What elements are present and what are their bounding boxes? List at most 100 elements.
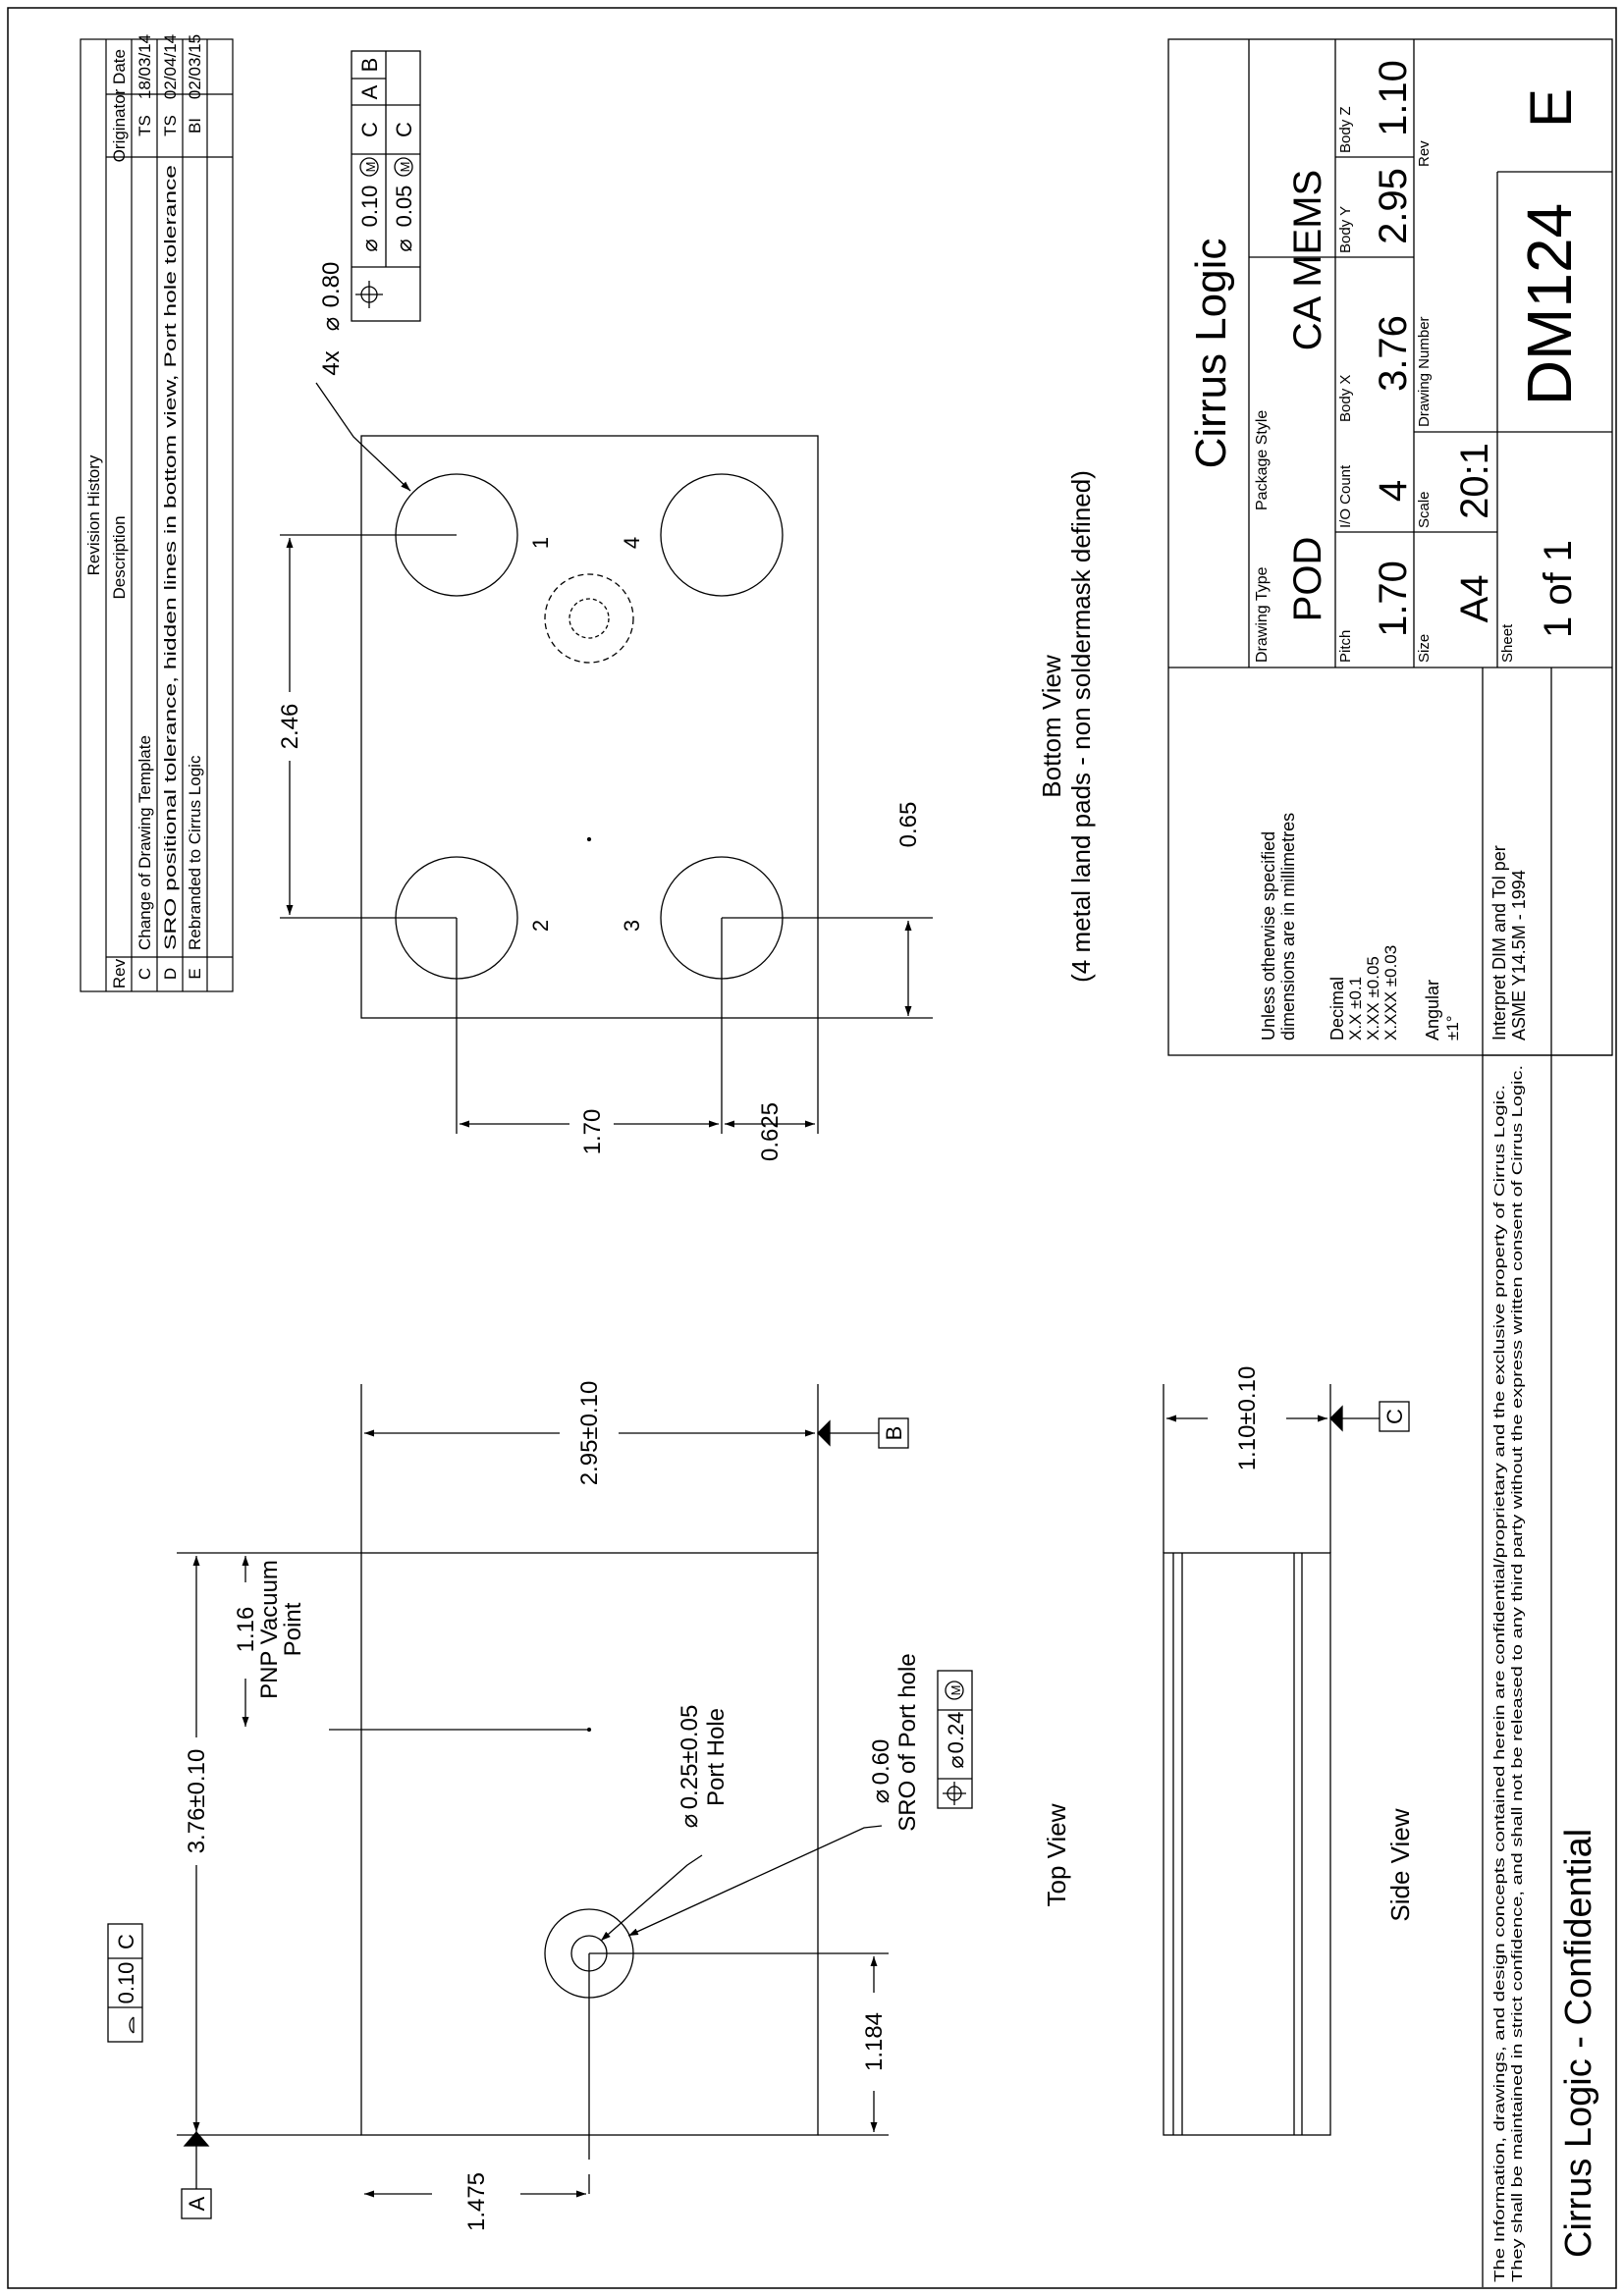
- body-z-label: Body Z: [1337, 106, 1354, 153]
- pad-fcf: [351, 50, 421, 322]
- pad-4: [660, 473, 784, 597]
- interpret-line-1: Interpret DIM and Tol per: [1489, 845, 1509, 1041]
- port-hole-hidden-outer: [544, 573, 634, 664]
- sro-fcf-tol: 0.24: [944, 1712, 968, 1754]
- scale-label: Scale: [1416, 491, 1433, 528]
- decimal-label: Decimal: [1327, 977, 1347, 1041]
- dim-port-y: 1.184: [861, 2012, 888, 2071]
- dim-port-x: 1.475: [463, 2172, 490, 2231]
- body-y-value: 2.95: [1372, 168, 1415, 244]
- vacuum-label-2: Point: [280, 1602, 306, 1656]
- pad-fcf-tol-2: 0.05: [392, 186, 416, 228]
- confidential-notice-2: They shall be maintained in strict confi…: [1509, 1065, 1526, 2282]
- rev-e-date: 02/03/15: [186, 34, 204, 99]
- package-style: CA MEMS: [1286, 170, 1329, 350]
- vacuum-label-1: PNP Vacuum: [256, 1560, 283, 1699]
- svg-text:M: M: [363, 162, 378, 173]
- bottom-view: [280, 382, 933, 1134]
- rev-d-description: SRO positional tolerance, hidden lines i…: [161, 165, 180, 950]
- body-x-value: 3.76: [1372, 315, 1415, 392]
- sro-dim: 0.60: [868, 1739, 894, 1786]
- top-view-caption: Top View: [1042, 1803, 1071, 1906]
- io-count-value: 4: [1372, 480, 1415, 502]
- decimal-tol-2: X.XX ±0.05: [1364, 956, 1382, 1041]
- rev-e: E: [186, 968, 204, 979]
- originator-header: Originator: [110, 88, 129, 162]
- pad-fcf-datum-3: B: [357, 58, 382, 73]
- bottom-view-body: [360, 435, 819, 1019]
- port-hole-hidden-inner: [568, 598, 610, 639]
- sro-label: SRO of Port hole: [894, 1653, 921, 1831]
- notes-line-1: Unless otherwise specified: [1259, 831, 1278, 1041]
- dim-vacuum: 1.16: [233, 1607, 259, 1653]
- sheet-value: 1 of 1: [1537, 540, 1580, 638]
- dim-body-x: 3.76±0.10: [184, 1749, 210, 1854]
- package-style-label: Package Style: [1254, 410, 1271, 510]
- svg-text:⌀: ⌀: [868, 1789, 894, 1803]
- port-hole-label: Port Hole: [703, 1708, 730, 1806]
- pad-number-1: 1: [528, 537, 553, 549]
- rev-e-originator: BI: [186, 118, 204, 133]
- drawing-type: POD: [1286, 537, 1329, 622]
- angular-label: Angular: [1423, 980, 1442, 1041]
- datum-a-label: A: [185, 2196, 209, 2211]
- rev-c-originator: TS: [135, 115, 154, 136]
- notes-line-2: dimensions are in millimetres: [1278, 813, 1298, 1041]
- pad-diameter-symbol: ⌀: [318, 317, 345, 331]
- port-hole-dim: 0.25±0.05: [677, 1705, 703, 1810]
- pad-count: 4x: [318, 350, 345, 375]
- rev-label: Rev: [1416, 140, 1433, 167]
- sheet-frame: [7, 7, 1617, 2289]
- company-name: Cirrus Logic: [1187, 239, 1235, 469]
- pad-number-3: 3: [620, 920, 644, 932]
- svg-text:⌀: ⌀: [357, 239, 382, 251]
- pad-number-2: 2: [528, 920, 553, 932]
- date-header: Date: [110, 49, 129, 84]
- drawing-type-label: Drawing Type: [1254, 566, 1271, 663]
- size-label: Size: [1416, 634, 1433, 663]
- bottom-view-subcaption: (4 metal land pads - non soldermask defi…: [1066, 470, 1096, 983]
- pad-fcf-datum-2: A: [357, 84, 382, 99]
- confidential-notice-1: The Information, drawings, and design co…: [1491, 1085, 1508, 2282]
- decimal-tol-3: X.XXX ±0.03: [1381, 945, 1400, 1041]
- side-view-body: [1163, 1552, 1331, 2136]
- datum-b-label: B: [882, 1426, 906, 1441]
- svg-text:⌀: ⌀: [392, 239, 416, 251]
- revision-history-title: Revision History: [84, 454, 103, 575]
- datum-c-label: C: [1382, 1409, 1407, 1424]
- svg-text:⌀: ⌀: [677, 1814, 703, 1828]
- rev-c-description: Change of Drawing Template: [135, 735, 154, 950]
- revision-history: [80, 38, 234, 992]
- title-block: [1167, 38, 1613, 2287]
- body-z-value: 1.10: [1372, 60, 1415, 136]
- pad-number-4: 4: [620, 537, 644, 549]
- scale-value: 20:1: [1453, 443, 1496, 519]
- side-view: [1163, 1384, 1410, 2136]
- description-header: Description: [110, 515, 129, 599]
- sheet-label: Sheet: [1499, 623, 1516, 663]
- rev-header: Rev: [110, 958, 129, 988]
- dim-pad-pitch-x: 2.46: [277, 704, 303, 750]
- rev-d-originator: TS: [161, 115, 180, 136]
- size-value: A4: [1453, 575, 1496, 623]
- pad-fcf-datum-1: C: [357, 122, 382, 137]
- interpret-line-2: ASME Y14.5M - 1994: [1509, 870, 1529, 1041]
- flatness-tol: 0.10: [114, 1962, 138, 2004]
- pitch-label: Pitch: [1337, 630, 1354, 663]
- rev-c-date: 18/03/14: [135, 34, 154, 99]
- confidential-title: Cirrus Logic - Confidential: [1558, 1829, 1599, 2258]
- pad-diameter: 0.80: [318, 262, 345, 308]
- side-view-caption: Side View: [1385, 1808, 1415, 1921]
- rev-d: D: [161, 968, 180, 980]
- rev-value: E: [1518, 88, 1584, 128]
- bottom-view-caption: Bottom View: [1037, 655, 1066, 798]
- dim-body-z: 1.10±0.10: [1234, 1366, 1261, 1471]
- rev-d-date: 02/04/14: [161, 34, 180, 99]
- top-view: [107, 1384, 973, 2219]
- body-x-label: Body X: [1337, 375, 1354, 422]
- rev-c: C: [135, 968, 154, 980]
- drawing-number-label: Drawing Number: [1416, 316, 1433, 427]
- dim-body-y: 2.95±0.10: [576, 1381, 603, 1486]
- body-y-label: Body Y: [1337, 206, 1354, 253]
